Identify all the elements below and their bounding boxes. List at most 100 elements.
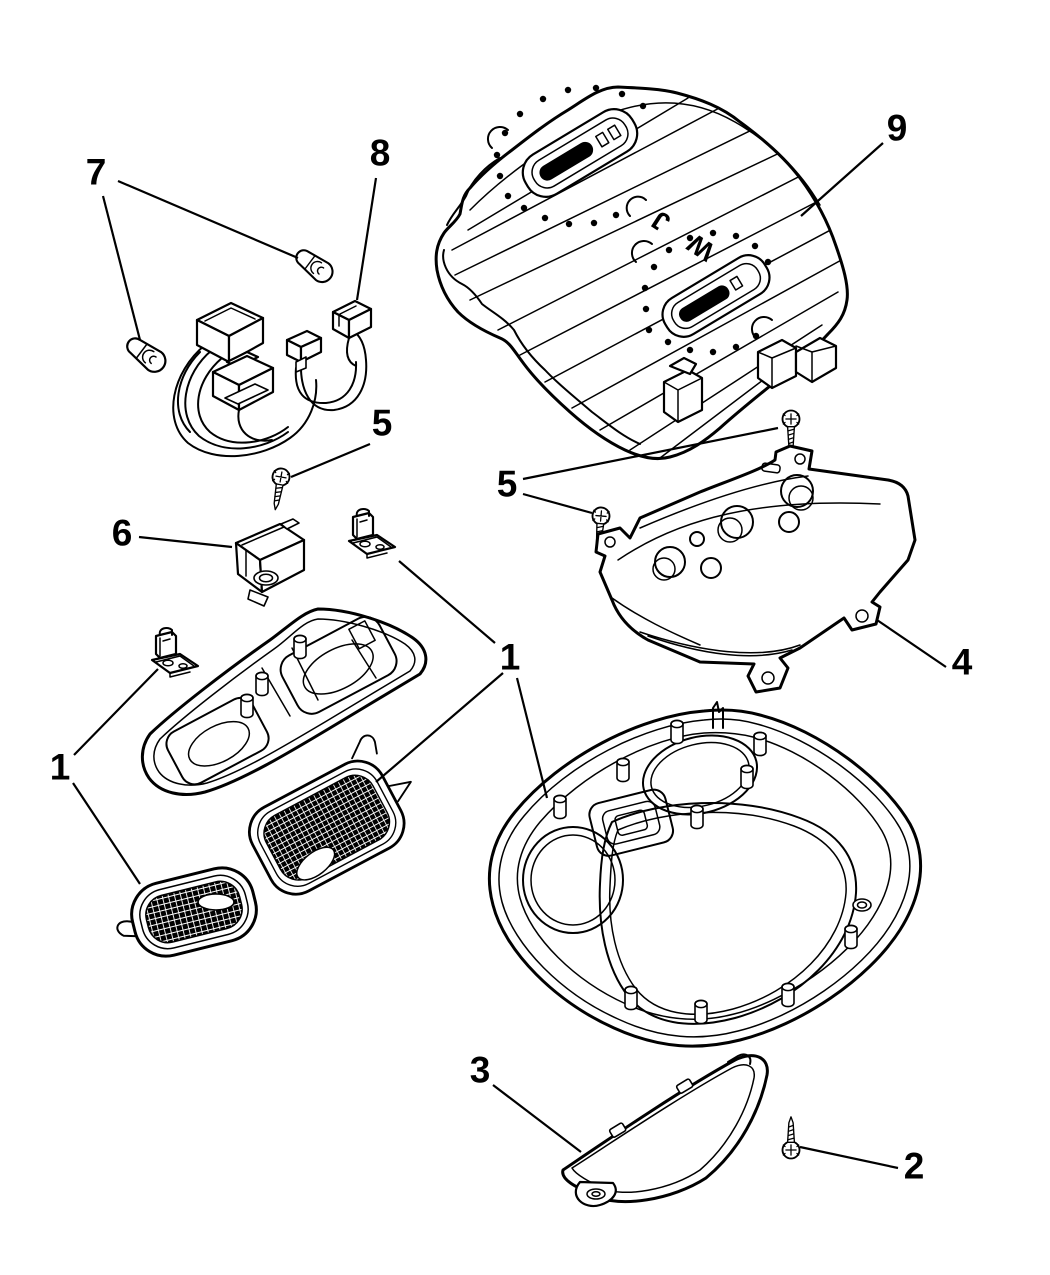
harness-connector-small-shape <box>295 356 307 373</box>
map-lens-small <box>116 866 258 958</box>
callout-5-right: 5 <box>497 426 779 515</box>
map-lens-large-shape <box>263 774 391 881</box>
dome-lens <box>561 1053 769 1208</box>
cover-rivet-dots-shape <box>618 90 626 98</box>
leader-line-4 <box>876 619 947 668</box>
console-housing-shape <box>530 834 616 926</box>
lamp-carrier <box>140 607 428 796</box>
lamp-carrier-shape-shape <box>302 643 374 695</box>
cover-clip-tower-left-shape <box>668 356 698 376</box>
console-housing-shape <box>690 804 704 830</box>
housing-switch-well-shape <box>601 800 661 845</box>
switch-slot-rear-shape <box>670 262 762 330</box>
callout-7: 7 <box>86 152 299 341</box>
console-top-cover-shape <box>442 157 641 445</box>
callout-3: 3 <box>470 1050 582 1153</box>
cover-rivet-dots-shape <box>645 326 653 334</box>
callout-number-6: 6 <box>112 513 133 554</box>
cover-rivet-dots <box>493 84 772 356</box>
switch-slot-front <box>521 108 639 198</box>
evic-module-shape <box>652 557 676 581</box>
leader-line-7 <box>117 179 299 260</box>
switch-slot-rear <box>661 254 771 338</box>
lamp-carrier-shape <box>153 618 416 786</box>
console-housing-shape <box>753 731 767 757</box>
console-housing <box>487 701 923 1048</box>
lamp-carrier-shape <box>240 693 254 719</box>
wiring-harness-shape <box>176 351 201 433</box>
evic-module-shape <box>604 536 616 548</box>
harness-socket-connector-shape <box>347 307 373 340</box>
map-lens-large-shape <box>385 780 412 803</box>
callout-number-8: 8 <box>370 133 391 174</box>
wj-marking: W J <box>638 199 720 267</box>
switch-slot-rear-shape <box>678 285 730 322</box>
cover-rivet-dots-shape <box>751 242 759 250</box>
callout-2: 2 <box>799 1146 925 1187</box>
harness-connector-center-shape <box>224 383 269 405</box>
map-lens-large-shape <box>296 846 336 881</box>
console-housing-shape <box>856 901 868 909</box>
switch-slot-front-shape <box>595 131 610 148</box>
switch-slot-rear-shape <box>729 275 744 291</box>
evic-module-shape <box>780 474 814 508</box>
lamp-carrier-shape-shape <box>348 620 376 650</box>
harness-connector-small-shape <box>299 336 323 364</box>
callout-number-4: 4 <box>952 642 973 683</box>
cover-rivet-dots-shape <box>642 305 650 313</box>
callout-1-left: 1 <box>50 668 159 885</box>
leader-line-9 <box>800 142 884 217</box>
console-top-cover-shape <box>486 125 773 339</box>
callout-number-7: 7 <box>86 152 107 193</box>
cover-rivet-dots-shape <box>539 95 547 103</box>
wiring-harness-shape <box>299 329 368 412</box>
dome-lens-shape <box>586 1188 606 1200</box>
leader-line-5-right <box>522 426 779 481</box>
evic-module-shape <box>594 444 917 694</box>
console-housing-shape <box>553 794 567 820</box>
map-lens-small-shape <box>197 893 235 911</box>
callout-number-9: 9 <box>887 108 908 149</box>
cover-clip-tower-right-shape <box>757 347 797 389</box>
leader-line-3 <box>492 1084 582 1153</box>
callout-number-3: 3 <box>470 1050 491 1091</box>
evic-module-shape <box>700 557 722 579</box>
cover-rivet-dots-shape <box>612 211 620 219</box>
cover-rivet-dots-shape <box>504 192 512 200</box>
screw-2 <box>781 1115 801 1160</box>
cover-rivet-dots-shape <box>592 84 600 92</box>
map-lens-large-shape <box>351 734 378 760</box>
cover-rivet-dots-shape <box>664 338 672 346</box>
console-housing-shape-shape <box>650 741 750 809</box>
dome-lens-shape <box>561 1054 769 1203</box>
cover-rivet-dots-shape <box>732 343 740 351</box>
lamp-carrier-shape-shape <box>165 696 270 786</box>
console-housing-shape <box>852 898 872 912</box>
console-housing-shape <box>498 718 911 1038</box>
lamp-carrier-shape <box>165 696 270 786</box>
cover-clip-tower-left <box>662 356 704 424</box>
cover-clip-tower-left-shape <box>663 377 703 423</box>
evic-module-shape <box>794 453 806 465</box>
housing-switch-well <box>588 788 675 857</box>
cover-rivet-dots-shape <box>516 110 524 118</box>
cover-rivet-dots-shape <box>665 246 673 254</box>
callout-number-2: 2 <box>904 1146 925 1187</box>
wiring-harness-shape <box>184 349 289 450</box>
dome-lens-shape <box>574 1180 617 1208</box>
evic-module-shape <box>689 531 705 547</box>
leader-line-8 <box>355 177 378 301</box>
console-housing-shape <box>781 982 795 1008</box>
callout-number-1-left: 1 <box>50 747 71 788</box>
console-housing-shape <box>740 764 754 790</box>
lamp-carrier-shape-shape <box>279 615 398 715</box>
leader-line-1-right <box>375 672 504 783</box>
wiring-harness-shape <box>346 337 357 367</box>
map-lens-small-shape <box>116 920 140 938</box>
cover-rivet-dots-shape <box>650 263 658 271</box>
cover-rivet-dots-shape <box>641 284 649 292</box>
console-top-cover-shape <box>469 102 821 211</box>
sensor-module-shape <box>241 526 285 577</box>
leader-line-7 <box>101 195 142 341</box>
